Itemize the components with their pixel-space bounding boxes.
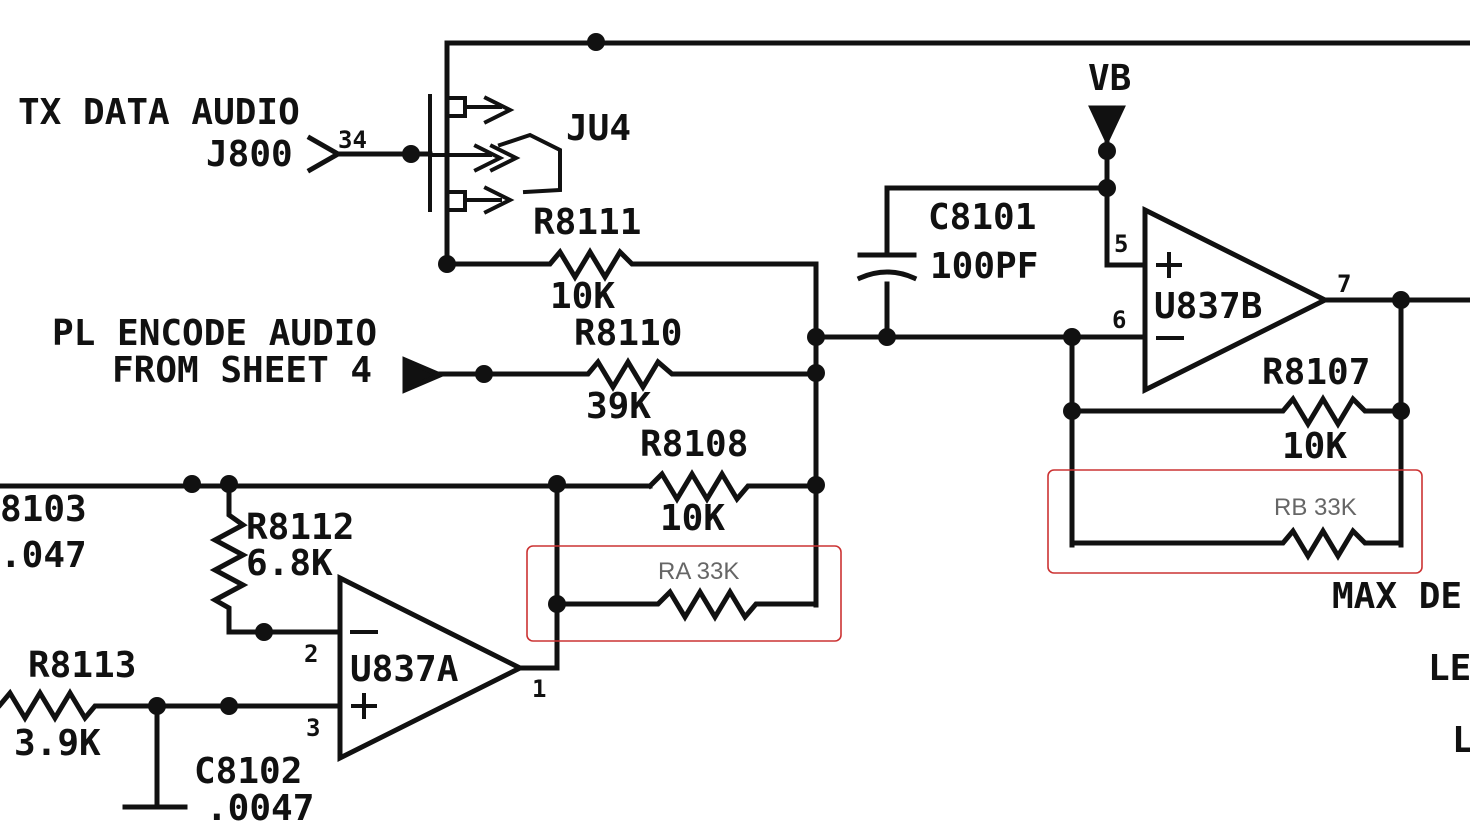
vb-arrow	[1088, 105, 1126, 146]
label-u837b: U837B	[1154, 286, 1262, 327]
label-r8103: 8103	[0, 489, 87, 530]
label-ju4: JU4	[566, 108, 631, 149]
label-pin2: 2	[304, 640, 318, 668]
highlight-box-ra	[526, 545, 842, 642]
label-c8101-value: 100PF	[930, 246, 1038, 287]
junction-r8112-top-a	[183, 475, 201, 493]
label-c8102-value: .0047	[206, 788, 314, 823]
label-r8103-value: .047	[0, 535, 87, 576]
label-r8112-value: 6.8K	[246, 543, 333, 584]
label-pin3: 3	[306, 714, 320, 742]
label-pl-encode-line1: PL ENCODE AUDIO	[52, 313, 377, 354]
label-c8102: C8102	[194, 751, 302, 792]
resistor-r8111	[444, 247, 819, 282]
junction-top	[587, 33, 605, 51]
label-pl-encode-line2: FROM SHEET 4	[112, 350, 372, 391]
label-pin34: 34	[338, 126, 367, 154]
label-l: L	[1452, 720, 1470, 761]
label-max-dev: MAX DE	[1332, 576, 1462, 617]
resistor-r8108	[646, 469, 819, 504]
highlight-box-rb	[1047, 469, 1423, 574]
label-r8112: R8112	[246, 507, 354, 548]
label-r8110: R8110	[574, 313, 682, 354]
opamp-u837a	[337, 573, 526, 763]
label-tx-data-audio: TX DATA AUDIO	[18, 92, 300, 133]
resistor-rb	[1069, 526, 1404, 561]
label-r8113-value: 3.9K	[14, 723, 101, 764]
label-r8108-value: 10K	[660, 498, 725, 539]
label-pin6: 6	[1112, 306, 1126, 334]
label-vb: VB	[1088, 58, 1131, 99]
u837a-plus	[351, 693, 377, 719]
label-u837a: U837A	[350, 649, 459, 690]
opamp-u837b	[1142, 205, 1331, 395]
label-r8111-value: 10K	[550, 276, 615, 317]
junction-pin2	[255, 623, 273, 641]
j800-connector	[306, 134, 433, 174]
capacitor-c8102	[122, 703, 188, 810]
vb-wire	[1104, 137, 1148, 268]
resistor-r8107	[1069, 394, 1404, 429]
annotation-rb: RB 33K	[1274, 494, 1357, 521]
label-r8110-value: 39K	[586, 386, 651, 427]
label-r8108: R8108	[640, 424, 748, 465]
resistor-r8110	[437, 357, 819, 392]
label-c8101: C8101	[928, 197, 1036, 238]
label-pin1: 1	[532, 675, 546, 703]
resistor-r8112	[209, 483, 343, 635]
label-r8113: R8113	[28, 645, 136, 686]
jumper-ju4	[428, 94, 562, 215]
label-j800: J800	[206, 134, 293, 175]
u837b-plus	[1156, 252, 1182, 278]
label-pin7: 7	[1337, 270, 1351, 298]
label-le: LE	[1428, 648, 1470, 689]
label-r8107: R8107	[1262, 352, 1370, 393]
capacitor-c8101	[856, 185, 1110, 340]
annotation-ra: RA 33K	[658, 558, 739, 585]
label-r8107-value: 10K	[1282, 426, 1347, 467]
resistor-ra	[554, 587, 819, 622]
resistor-r8113	[0, 688, 343, 723]
label-r8111: R8111	[533, 202, 641, 243]
junction-pin3	[220, 697, 238, 715]
pl-encode-arrow	[402, 356, 447, 394]
label-pin5: 5	[1114, 230, 1128, 258]
